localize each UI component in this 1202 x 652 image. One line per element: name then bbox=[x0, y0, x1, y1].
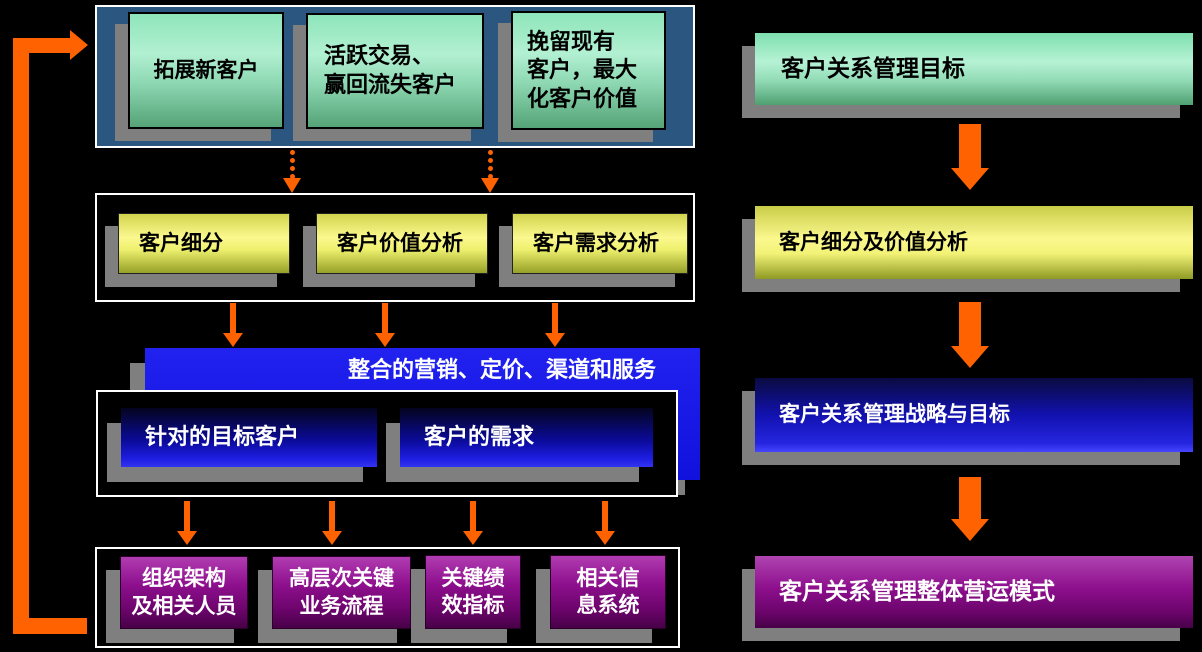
down-arrow-1-shaft bbox=[230, 303, 236, 334]
down-arrow-5-head-icon bbox=[322, 531, 342, 545]
analysis-box-1-label: 客户细分 bbox=[139, 230, 223, 255]
fat-arrow-1-head-icon bbox=[951, 168, 989, 190]
dotted-arrow-2-shaft bbox=[488, 150, 493, 179]
fat-arrow-3-head-icon bbox=[951, 519, 989, 541]
down-arrow-6-head-icon bbox=[463, 531, 483, 545]
dotted-arrow-1-shaft bbox=[290, 150, 295, 179]
down-arrow-4-shaft bbox=[184, 501, 190, 531]
loop-arrow-vertical-segment bbox=[13, 38, 29, 634]
enabler-box-1-label: 组织架构 及相关人员 bbox=[131, 566, 237, 618]
summary-bar-4-label: 客户关系管理整体营运模式 bbox=[779, 578, 1055, 605]
down-arrow-5-shaft bbox=[329, 501, 335, 531]
customer-analysis-panel: 客户细分 客户价值分析 客户需求分析 bbox=[95, 193, 695, 302]
down-arrow-3-shaft bbox=[552, 303, 558, 334]
goal-box-2-label: 活跃交易、 赢回流失客户 bbox=[324, 43, 457, 97]
strategy-panel: 针对的目标客户 客户的需求 bbox=[96, 390, 678, 497]
summary-bar-crm-strategy-goals: 客户关系管理战略与目标 bbox=[755, 378, 1193, 452]
down-arrow-7-shaft bbox=[602, 501, 608, 531]
summary-bar-crm-goals: 客户关系管理目标 bbox=[755, 33, 1193, 105]
enabler-box-2-label: 高层次关键 业务流程 bbox=[289, 566, 394, 618]
down-arrow-3-head-icon bbox=[545, 333, 565, 347]
fat-arrow-3-shaft bbox=[959, 477, 981, 519]
analysis-box-3-label: 客户需求分析 bbox=[533, 230, 659, 255]
down-arrow-2-shaft bbox=[382, 303, 388, 334]
analysis-box-needs: 客户需求分析 bbox=[512, 213, 688, 274]
strategy-box-2-label: 客户的需求 bbox=[424, 424, 535, 450]
summary-bar-1-label: 客户关系管理目标 bbox=[781, 55, 965, 82]
enabler-box-4-label: 相关信 息系统 bbox=[576, 565, 640, 617]
analysis-box-segmentation: 客户细分 bbox=[118, 213, 290, 274]
analysis-box-value: 客户价值分析 bbox=[316, 213, 488, 274]
goal-box-3-label: 挽留现有 客户，最大 化客户价值 bbox=[527, 28, 638, 111]
down-arrow-4-head-icon bbox=[177, 531, 197, 545]
strategy-box-target-customers: 针对的目标客户 bbox=[121, 408, 377, 467]
dotted-arrow-1-head-icon bbox=[283, 178, 301, 193]
operating-model-panel: 组织架构 及相关人员 高层次关键 业务流程 关键绩 效指标 相关信 息系统 bbox=[95, 547, 680, 648]
analysis-box-2-label: 客户价值分析 bbox=[337, 230, 463, 255]
summary-bar-crm-operating-model: 客户关系管理整体营运模式 bbox=[755, 556, 1193, 628]
goal-box-active-trading: 活跃交易、 赢回流失客户 bbox=[306, 13, 484, 129]
down-arrow-6-shaft bbox=[470, 501, 476, 531]
down-arrow-1-head-icon bbox=[223, 333, 243, 347]
dotted-arrow-2-head-icon bbox=[481, 178, 499, 193]
goal-box-expand-customers: 拓展新客户 bbox=[128, 12, 284, 129]
enabler-box-key-processes: 高层次关键 业务流程 bbox=[272, 556, 411, 629]
enabler-box-organization: 组织架构 及相关人员 bbox=[120, 556, 248, 629]
fat-arrow-2-shaft bbox=[959, 302, 981, 346]
down-arrow-7-head-icon bbox=[595, 531, 615, 545]
goal-box-retain-customers: 挽留现有 客户，最大 化客户价值 bbox=[511, 11, 666, 130]
loop-arrow-bottom-segment bbox=[13, 618, 87, 634]
strategy-box-customer-needs: 客户的需求 bbox=[400, 408, 653, 467]
enabler-box-3-label: 关键绩 效指标 bbox=[441, 565, 505, 617]
fat-arrow-1-shaft bbox=[959, 124, 981, 168]
fat-arrow-2-head-icon bbox=[951, 346, 989, 368]
customer-goals-panel: 拓展新客户 活跃交易、 赢回流失客户 挽留现有 客户，最大 化客户价值 bbox=[95, 5, 695, 148]
strategy-box-1-label: 针对的目标客户 bbox=[145, 424, 300, 450]
summary-bar-2-label: 客户细分及价值分析 bbox=[779, 229, 968, 254]
down-arrow-2-head-icon bbox=[375, 333, 395, 347]
summary-bar-3-label: 客户关系管理战略与目标 bbox=[779, 402, 1010, 427]
loop-arrow-right-head-icon bbox=[70, 30, 88, 60]
loop-arrow-top-segment bbox=[13, 38, 71, 53]
enabler-box-information-systems: 相关信 息系统 bbox=[550, 555, 666, 629]
enabler-box-kpi: 关键绩 效指标 bbox=[425, 555, 521, 629]
summary-bar-segmentation-value-analysis: 客户细分及价值分析 bbox=[755, 206, 1193, 279]
banner-label: 整合的营销、定价、渠道和服务 bbox=[347, 357, 656, 382]
goal-box-1-label: 拓展新客户 bbox=[153, 57, 259, 82]
